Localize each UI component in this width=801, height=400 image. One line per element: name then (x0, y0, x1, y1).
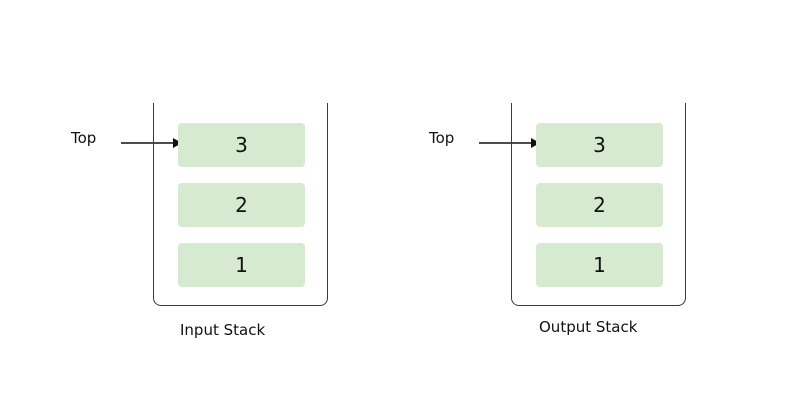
input-stack-item: 1 (178, 243, 305, 287)
output-top-label: Top (429, 129, 455, 147)
output-stack-item: 3 (536, 123, 663, 167)
input-stack-container: 3 2 1 (153, 103, 328, 306)
input-stack-label: Input Stack (180, 321, 266, 339)
input-stack-item: 3 (178, 123, 305, 167)
input-top-label: Top (71, 129, 97, 147)
input-top-arrow (121, 138, 182, 148)
input-stack-item: 2 (178, 183, 305, 227)
output-stack-label: Output Stack (539, 318, 638, 336)
output-stack-item: 1 (536, 243, 663, 287)
output-top-arrow (479, 138, 540, 148)
output-stack-item: 2 (536, 183, 663, 227)
output-stack-container: 3 2 1 (511, 103, 686, 306)
